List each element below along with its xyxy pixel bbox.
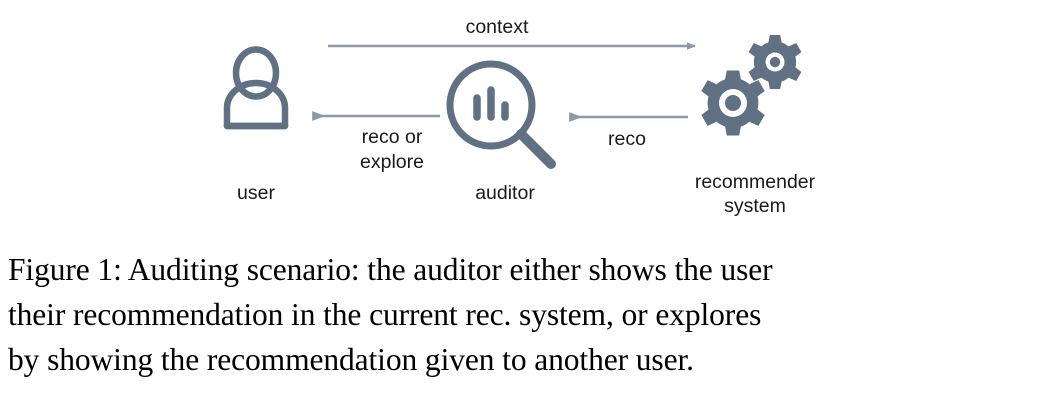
magnifier-bar-chart-icon [446, 60, 556, 169]
edge-reco-or-explore-label-line1: reco or [362, 126, 423, 148]
edge-context: context [328, 16, 696, 50]
gears-icon [701, 35, 802, 136]
node-label-recommender-line2: system [724, 195, 786, 217]
person-icon [223, 46, 289, 130]
figure-caption: Figure 1: Auditing scenario: the auditor… [8, 247, 1048, 382]
caption-line-3: by showing the recommendation given to a… [8, 342, 694, 377]
node-label-auditor: auditor [475, 182, 535, 204]
edge-reco-or-explore-label-line2: explore [360, 151, 424, 173]
edge-reco-label: reco [608, 128, 646, 150]
caption-line-1: Figure 1: Auditing scenario: the auditor… [8, 252, 773, 287]
caption-line-2: their recommendation in the current rec.… [8, 297, 762, 332]
auditing-scenario-diagram: context reco or explore reco user audito… [223, 16, 816, 217]
gear-small [748, 35, 802, 89]
node-label-recommender-line1: recommender [695, 171, 816, 193]
edge-reco: reco [569, 112, 688, 150]
gear-large [701, 70, 765, 136]
edge-context-label: context [466, 16, 529, 38]
edge-reco-or-explore: reco or explore [312, 111, 440, 173]
diagram-canvas: context reco or explore reco user audito… [223, 16, 816, 217]
node-label-user: user [237, 182, 275, 204]
